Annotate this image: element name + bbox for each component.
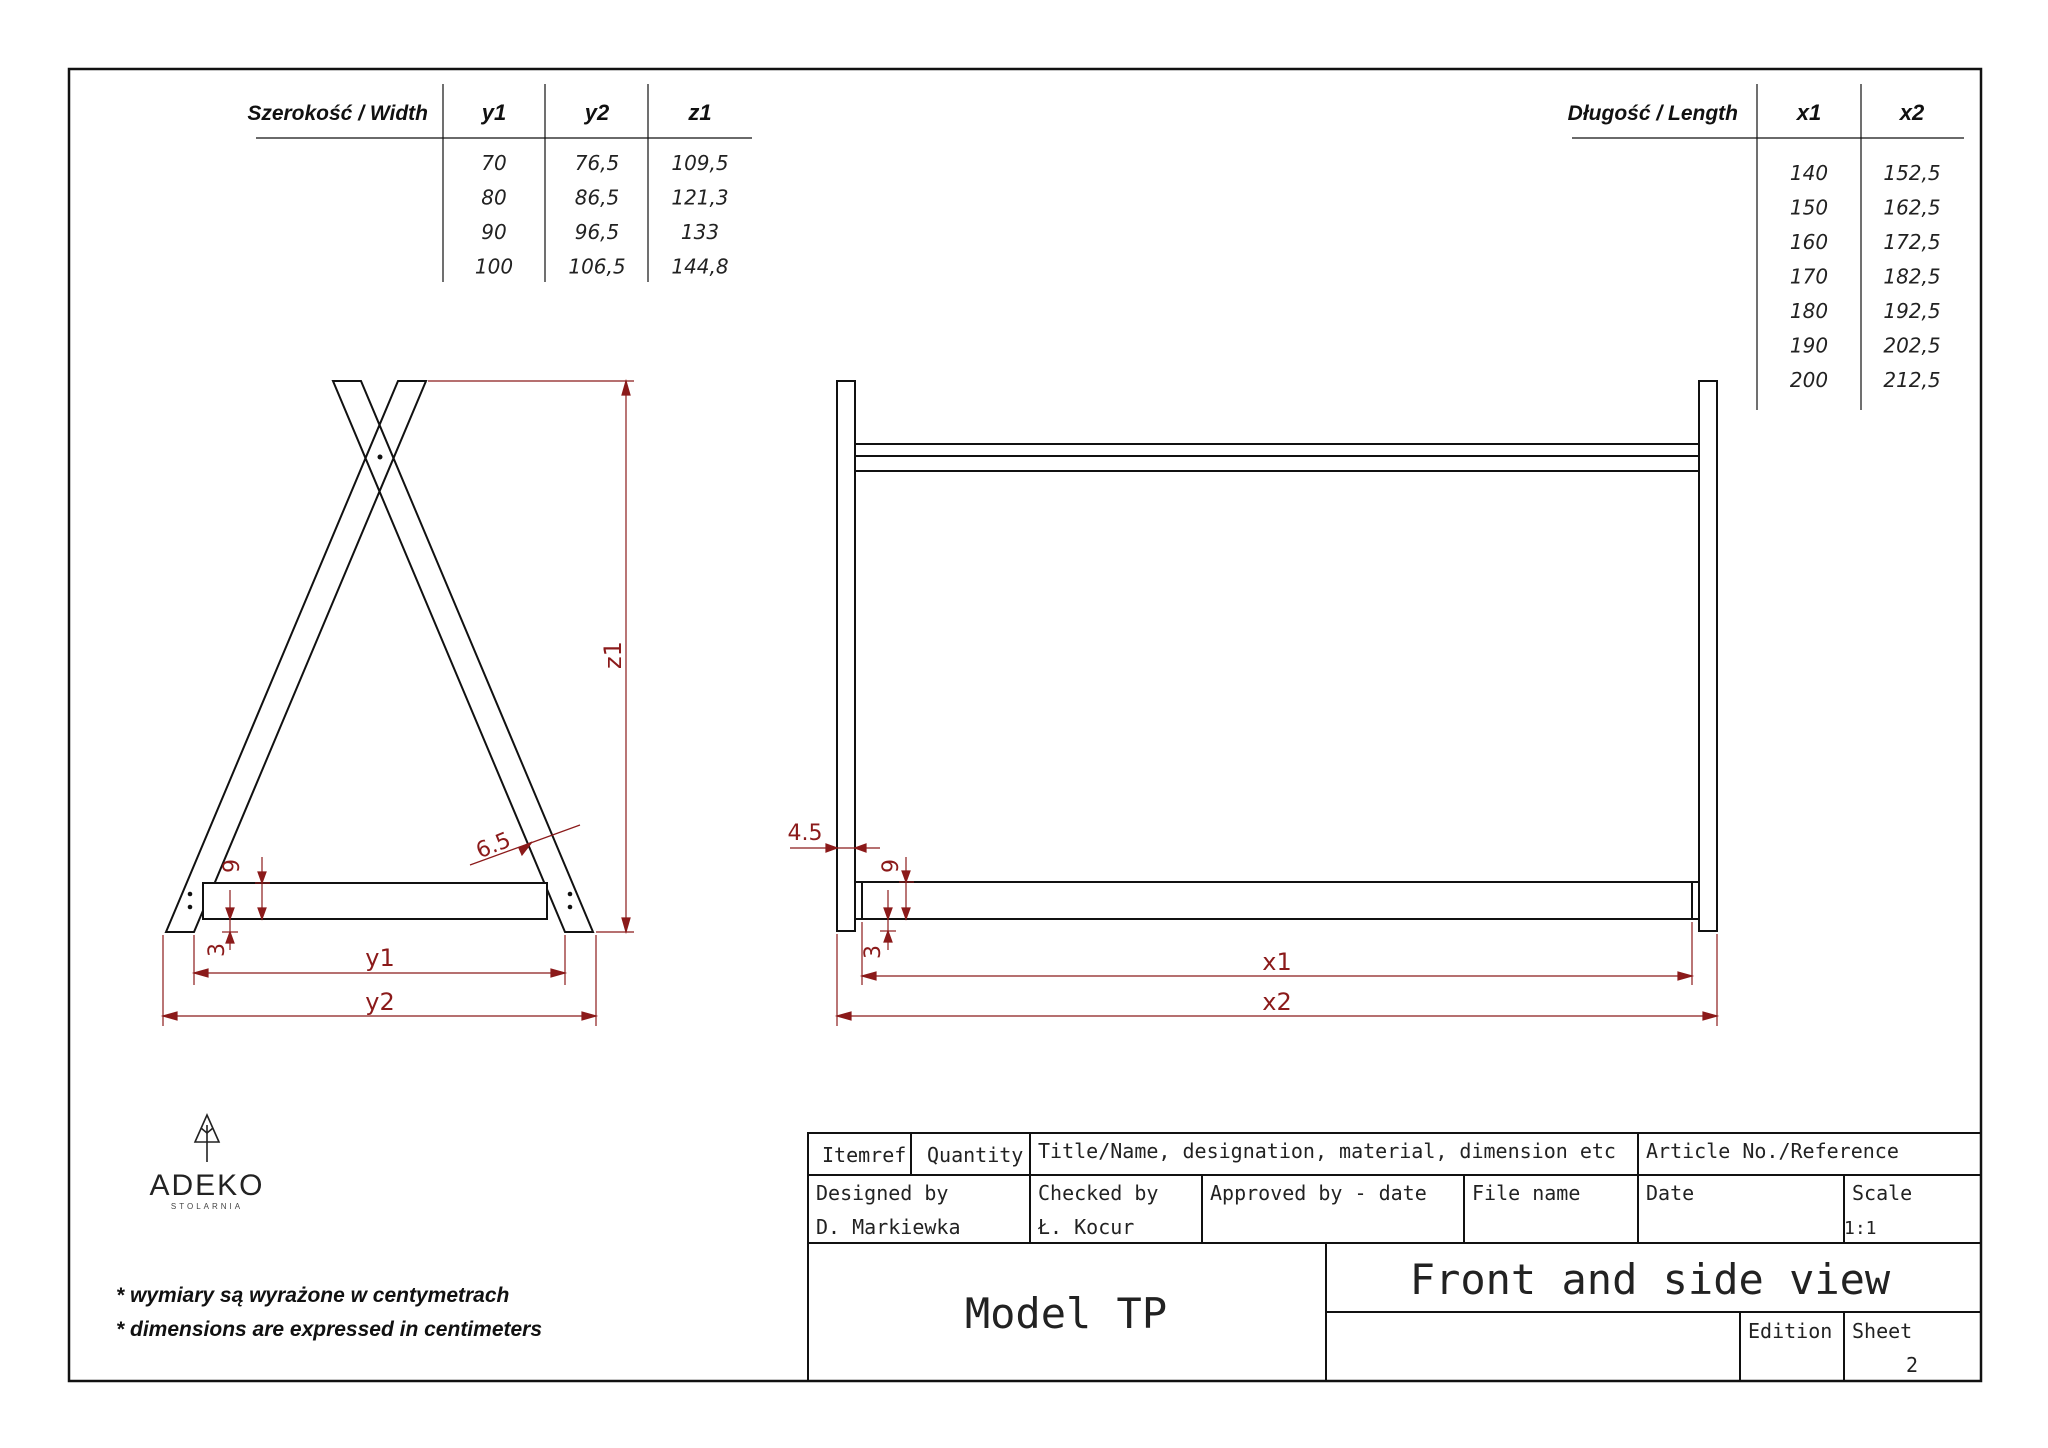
- a-frame-leg-left: [164, 380, 428, 933]
- tb-title-name: Title/Name, designation, material, dimen…: [1038, 1139, 1616, 1163]
- tb-quantity: Quantity: [927, 1143, 1023, 1167]
- a-frame-leg-right: [331, 380, 595, 933]
- width-table: Szerokość / Width y1 y2 z1 70 76,5 109,5 80…: [247, 84, 752, 282]
- length-table-cell: 200: [1790, 368, 1828, 392]
- dim-x1-label: x1: [1262, 948, 1291, 976]
- logo-sub: STOLARNIA: [171, 1202, 243, 1211]
- logo-brand: ADEKO: [149, 1169, 264, 1202]
- tb-scale-value: 1:1: [1844, 1218, 1877, 1239]
- length-col-x2: x2: [1899, 100, 1925, 125]
- width-table-cell: 90: [481, 220, 506, 244]
- tb-model: Model TP: [965, 1289, 1167, 1338]
- adeko-logo: ADEKO STOLARNIA: [149, 1113, 264, 1211]
- tb-itemref: Itemref: [822, 1143, 906, 1167]
- width-table-cell: 86,5: [575, 186, 620, 210]
- width-table-cell: 121,3: [671, 186, 728, 210]
- tb-checked-by-label: Checked by: [1038, 1181, 1158, 1205]
- length-table-cell: 152,5: [1883, 161, 1940, 185]
- dim-y2-label: y2: [365, 988, 394, 1016]
- width-table-cell: 106,5: [568, 255, 625, 279]
- title-block: [807, 1132, 1982, 1382]
- width-table-cell: 144,8: [671, 255, 728, 279]
- width-table-cell: 100: [475, 255, 513, 279]
- tb-sheet-value: 2: [1906, 1353, 1918, 1377]
- tb-file-name-label: File name: [1472, 1181, 1580, 1205]
- front-view: [836, 380, 1718, 932]
- dim-front-offset-label: 3: [861, 945, 886, 959]
- length-table-cell: 160: [1790, 230, 1828, 254]
- length-table-cell: 182,5: [1883, 265, 1940, 289]
- note-english: * dimensions are expressed in centimeter…: [116, 1318, 542, 1341]
- length-table-cell: 192,5: [1883, 299, 1940, 323]
- width-table-cell: 96,5: [575, 220, 620, 244]
- width-table-cell: 80: [481, 186, 506, 210]
- tb-checked-by-value: Ł. Kocur: [1037, 1215, 1134, 1239]
- tb-view-title: Front and side view: [1410, 1255, 1891, 1304]
- width-col-z1: z1: [687, 100, 711, 125]
- length-table-cell: 190: [1790, 334, 1828, 358]
- dim-post-label: 4.5: [788, 821, 823, 846]
- length-table-cell: 170: [1790, 265, 1828, 289]
- side-rail: [202, 882, 548, 920]
- tb-designed-by-value: D. Markiewka: [816, 1215, 961, 1239]
- tree-icon: [193, 1113, 221, 1162]
- width-col-y2: y2: [584, 100, 610, 125]
- length-table-cell: 212,5: [1883, 368, 1940, 392]
- width-col-y1: y1: [481, 100, 506, 125]
- sheet-border: [67, 67, 1983, 1383]
- tb-article-no: Article No./Reference: [1646, 1139, 1899, 1163]
- dim-side-board-label: 9: [220, 859, 245, 873]
- tb-edition-label: Edition: [1748, 1319, 1832, 1343]
- dim-front-board-label: 9: [879, 859, 904, 873]
- tb-date-label: Date: [1646, 1181, 1694, 1205]
- side-view-dimensions: [160, 378, 634, 1026]
- tb-approved-by-label: Approved by - date: [1210, 1181, 1427, 1205]
- width-table-header: Szerokość / Width: [247, 102, 428, 125]
- length-table-header: Długość / Length: [1568, 102, 1738, 125]
- tb-designed-by-label: Designed by: [816, 1181, 948, 1205]
- length-table-cell: 162,5: [1883, 196, 1940, 220]
- dim-x2-label: x2: [1262, 988, 1291, 1016]
- side-view: [164, 380, 595, 933]
- dim-leg-label: 6.5: [473, 828, 515, 864]
- front-post-right: [1698, 380, 1718, 932]
- front-post-left: [836, 380, 856, 932]
- length-table-cell: 202,5: [1883, 334, 1940, 358]
- dim-side-offset-label: 3: [205, 943, 230, 957]
- front-top-rail: [854, 443, 1700, 472]
- note-polish: * wymiary są wyrażone w centymetrach: [116, 1284, 509, 1307]
- length-table: Długość / Length x1 x2 140 152,5 150 162,5 1…: [1568, 84, 1964, 410]
- dim-z1-label: z1: [599, 641, 627, 669]
- length-table-cell: 150: [1790, 196, 1828, 220]
- dim-y1-label: y1: [365, 944, 394, 972]
- front-bottom-rail: [854, 881, 1700, 920]
- tb-sheet-label: Sheet: [1852, 1319, 1912, 1343]
- length-table-cell: 180: [1790, 299, 1828, 323]
- width-table-cell: 133: [681, 220, 719, 244]
- width-table-cell: 70: [481, 151, 506, 175]
- length-col-x1: x1: [1796, 100, 1821, 125]
- length-table-cell: 172,5: [1883, 230, 1940, 254]
- width-table-cell: 76,5: [575, 151, 620, 175]
- width-table-cell: 109,5: [671, 151, 728, 175]
- tb-scale-label: Scale: [1852, 1181, 1912, 1205]
- front-view-dimensions: [790, 843, 1720, 1026]
- length-table-cell: 140: [1790, 161, 1828, 185]
